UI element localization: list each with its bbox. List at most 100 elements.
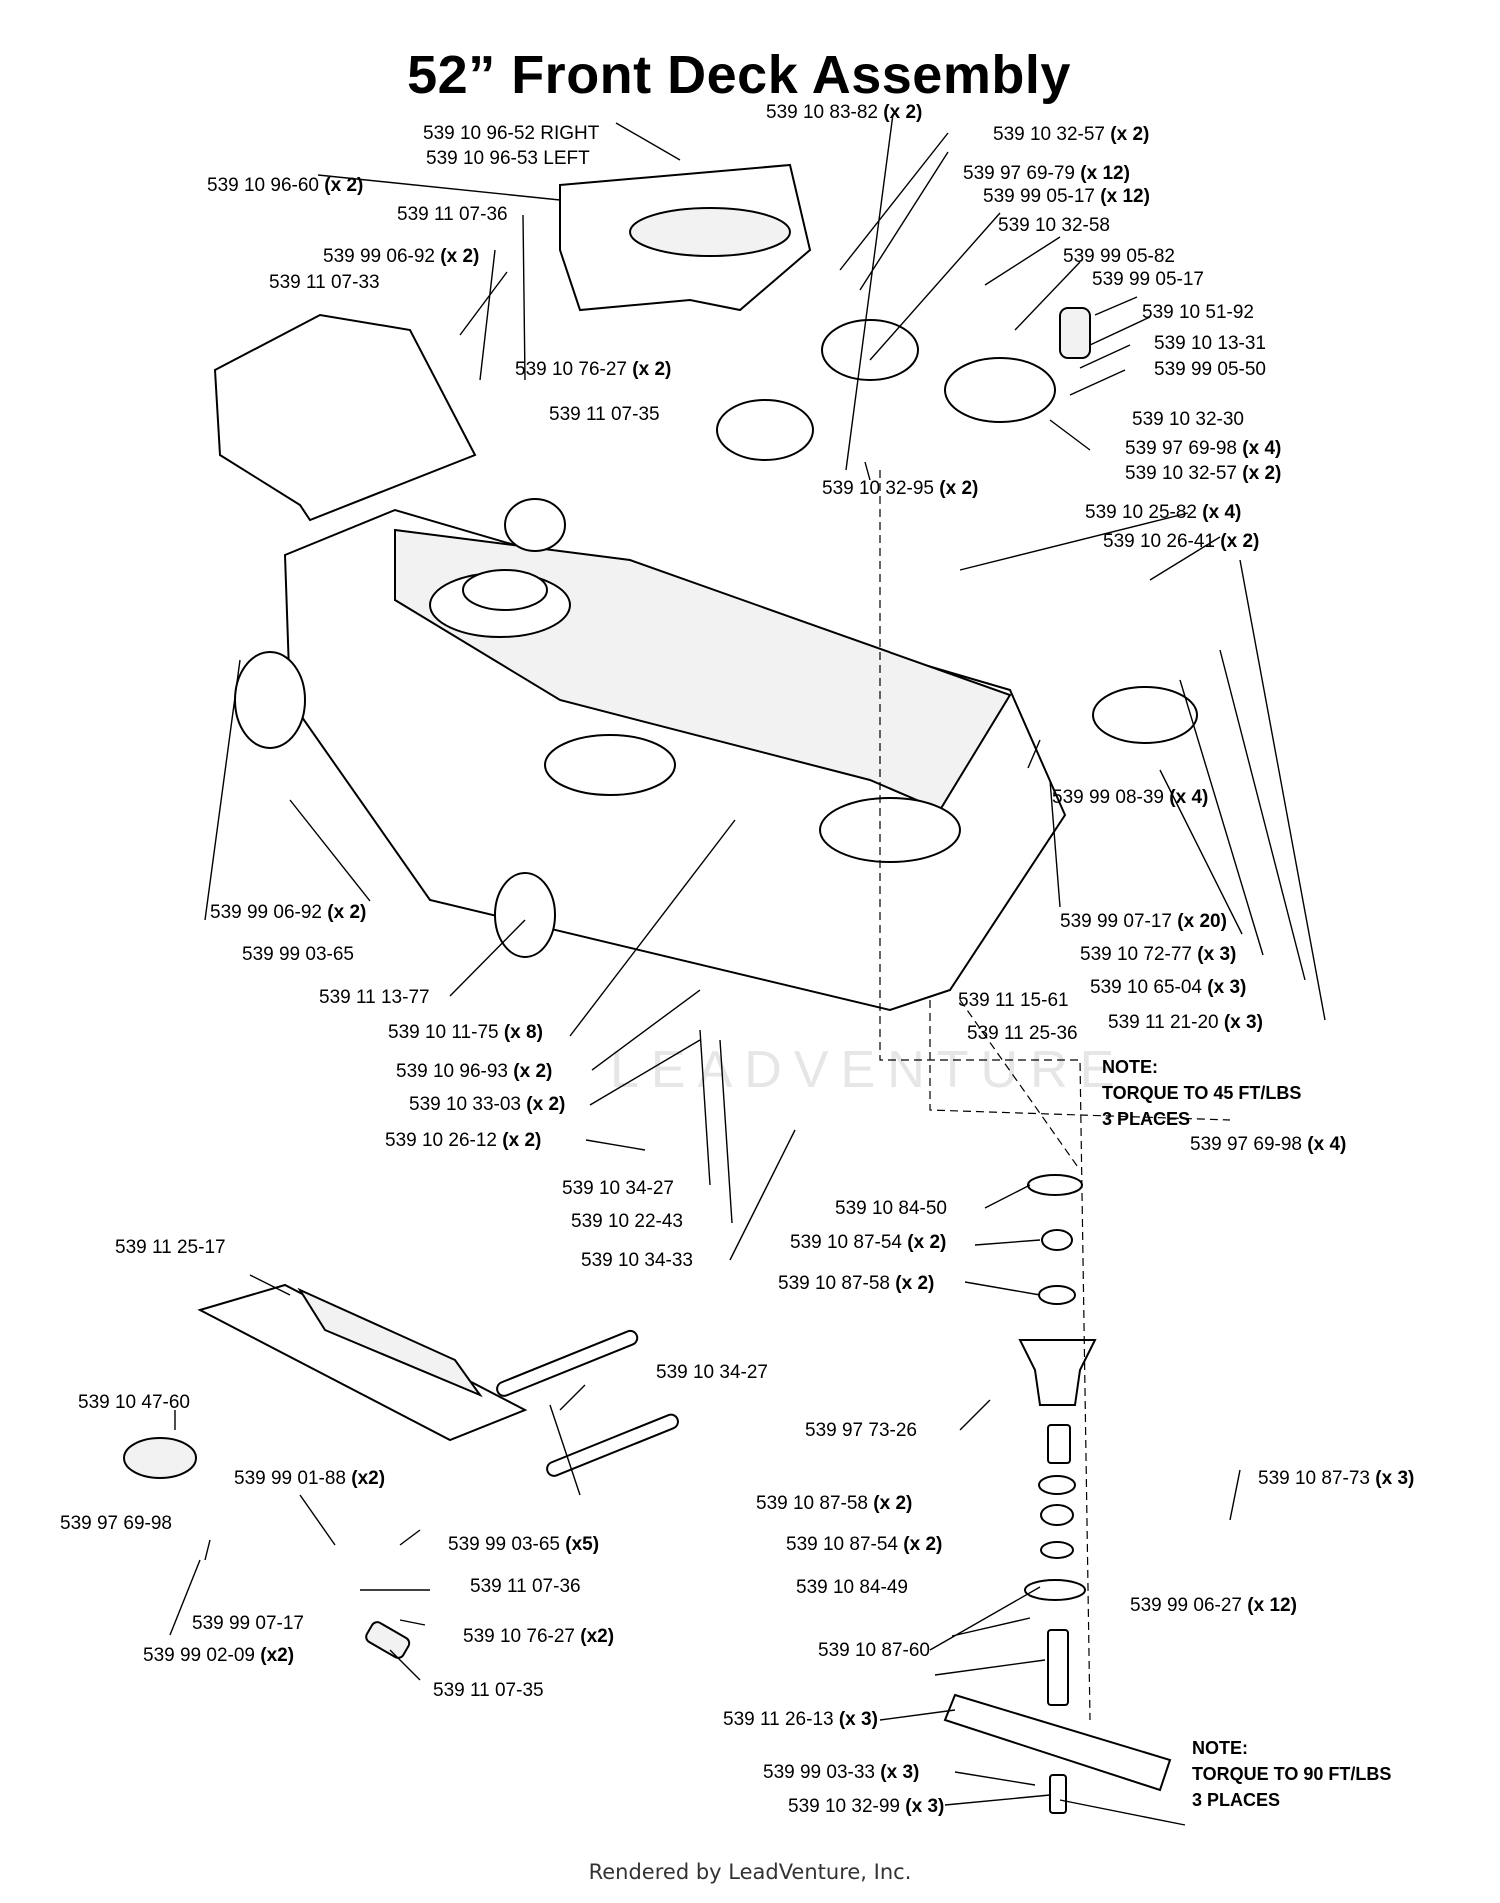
callout-label: 539 99 07-17 (x 20) — [1060, 911, 1227, 932]
mower-blade — [943, 1693, 1172, 1792]
callout-label: 539 97 69-98 — [60, 1513, 172, 1534]
rear-wheel — [504, 498, 566, 552]
callout-label: 539 10 32-57 (x 2) — [1125, 463, 1282, 484]
callout-label: 539 10 83-82 (x 2) — [766, 102, 923, 123]
callout-label: 539 10 47-60 — [78, 1392, 190, 1413]
callout-label: 539 10 87-54 (x 2) — [790, 1232, 947, 1253]
watermark-text: LEADVENTURE — [610, 1041, 1127, 1099]
discharge-chute — [213, 313, 477, 522]
callout-label: 539 10 11-75 (x 8) — [388, 1022, 543, 1043]
spindle-shaft — [1047, 1629, 1069, 1706]
callout-label: 539 10 96-52 RIGHT — [423, 123, 600, 144]
callout-label: 539 10 25-82 (x 4) — [1085, 502, 1242, 523]
diagram-title: 52” Front Deck Assembly — [407, 45, 1071, 105]
spindle-seal-bottom — [1040, 1541, 1074, 1559]
callout-label: 539 99 02-09 (x2) — [143, 1645, 295, 1666]
callout-label: 539 10 22-43 — [571, 1211, 683, 1232]
callout-label: 539 97 69-79 (x 12) — [963, 163, 1130, 184]
callout-label: 539 11 21-20 (x 3) — [1108, 1012, 1263, 1033]
deck-lift-bracket-assembly — [197, 1283, 528, 1442]
callout-label: 539 10 32-30 — [1132, 409, 1244, 430]
torque-note-90: NOTE: TORQUE TO 90 FT/LBS 3 PLACES — [1192, 1738, 1392, 1810]
callout-label: 539 10 26-41 (x 2) — [1103, 531, 1260, 552]
callout-label: 539 10 76-27 (x 2) — [515, 359, 672, 380]
callout-label: 539 10 65-04 (x 3) — [1090, 977, 1247, 998]
torque-note-45: NOTE: TORQUE TO 45 FT/LBS 3 PLACES — [1102, 1057, 1302, 1129]
callout-label: 539 10 51-92 — [1142, 302, 1254, 323]
spindle-washer-bottom — [1024, 1579, 1086, 1601]
callout-label: 539 11 07-35 — [549, 404, 660, 425]
spindle-race-top — [1038, 1285, 1076, 1305]
callout-label: 539 10 96-93 (x 2) — [396, 1061, 553, 1082]
callout-label: 539 10 34-27 — [562, 1178, 674, 1199]
callout-label: 539 10 76-27 (x2) — [463, 1626, 615, 1647]
callout-label: 539 10 84-49 — [796, 1577, 908, 1598]
deck-pulley-left — [462, 569, 548, 611]
callout-label: 539 99 08-39 (x 4) — [1052, 787, 1209, 808]
callout-label: 539 10 13-31 — [1154, 333, 1266, 354]
spindle-spacer — [1047, 1424, 1071, 1464]
idler-pulley-right — [944, 357, 1056, 423]
callout-label: 539 99 03-65 — [242, 944, 354, 965]
idler-pulley-center — [821, 319, 919, 381]
spindle-bearing-bottom — [1040, 1504, 1074, 1526]
callout-label: 539 10 87-54 (x 2) — [786, 1534, 943, 1555]
callout-label: 539 10 32-58 — [998, 215, 1110, 236]
callout-label: 539 99 03-33 (x 3) — [763, 1762, 920, 1783]
front-center-wheel — [494, 872, 556, 958]
callout-label: 539 11 07-35 — [433, 1680, 544, 1701]
callout-label: 539 97 73-26 — [805, 1420, 917, 1441]
spindle-bearing-top — [1041, 1229, 1073, 1251]
left-front-wheel — [234, 651, 306, 749]
footer-credit: Rendered by LeadVenture, Inc. — [588, 1860, 912, 1884]
callout-label: 539 97 69-98 (x 4) — [1190, 1134, 1347, 1155]
callout-label: 539 11 26-13 (x 3) — [723, 1709, 878, 1730]
callout-label: 539 10 87-60 — [818, 1640, 930, 1661]
callout-label: 539 99 05-17 — [1092, 269, 1204, 290]
lift-spring-coil — [123, 1437, 197, 1479]
callout-label: 539 11 15-61 — [958, 990, 1069, 1011]
callout-label: 539 11 07-33 — [269, 272, 380, 293]
callout-label: 539 99 03-65 (x5) — [448, 1534, 600, 1555]
callout-label: 539 10 72-77 (x 3) — [1080, 944, 1237, 965]
callout-label: 539 10 87-58 (x 2) — [778, 1273, 935, 1294]
callout-label: 539 11 13-77 — [319, 987, 430, 1008]
callout-label: 539 97 69-98 (x 4) — [1125, 438, 1282, 459]
center-spindle-opening — [544, 734, 676, 796]
right-spindle-opening — [819, 797, 961, 863]
callout-label: 539 99 07-17 — [192, 1613, 304, 1634]
callout-label: 539 10 32-99 (x 3) — [788, 1796, 945, 1817]
spindle-race-bottom — [1038, 1475, 1076, 1495]
callout-label: 539 99 06-27 (x 12) — [1130, 1595, 1297, 1616]
callout-label: 539 99 06-92 (x 2) — [210, 902, 367, 923]
callout-label: 539 10 32-95 (x 2) — [822, 478, 979, 499]
callout-label: 539 10 96-60 (x 2) — [207, 175, 364, 196]
hidden-alignment-lines — [879, 470, 1231, 1721]
idler-pulley-left — [716, 399, 814, 461]
callout-label: 539 10 84-50 — [835, 1198, 947, 1219]
spindle-washer-top — [1027, 1174, 1083, 1196]
callout-label: 539 10 26-12 (x 2) — [385, 1130, 542, 1151]
callout-label: 539 99 05-50 — [1154, 359, 1266, 380]
callout-leader-lines — [169, 113, 1326, 1826]
callout-label: 539 10 34-27 — [656, 1362, 768, 1383]
pivot-pin-upper — [496, 1329, 639, 1397]
callout-label: 539 99 05-17 (x 12) — [983, 186, 1150, 207]
callout-label: 539 11 25-36 — [967, 1023, 1078, 1044]
callout-label: 539 11 07-36 — [397, 204, 508, 225]
callout-label: 539 10 96-53 LEFT — [426, 148, 590, 169]
idler-spring — [1059, 307, 1091, 359]
callout-label: 539 10 33-03 (x 2) — [409, 1094, 566, 1115]
callout-label: 539 10 32-57 (x 2) — [993, 124, 1150, 145]
deck-pulley-right — [1092, 686, 1198, 744]
spindle-housing — [1018, 1339, 1097, 1406]
callout-label: 539 10 34-33 — [581, 1250, 693, 1271]
pivot-pin-lower — [546, 1413, 679, 1477]
callout-label: 539 10 87-73 (x 3) — [1258, 1468, 1415, 1489]
torsion-spring — [365, 1621, 411, 1659]
callout-label: 539 10 87-58 (x 2) — [756, 1493, 913, 1514]
blade-bolt — [1049, 1774, 1067, 1814]
callout-label: 539 11 25-17 — [115, 1237, 226, 1258]
lift-arm-plate — [297, 1287, 483, 1398]
